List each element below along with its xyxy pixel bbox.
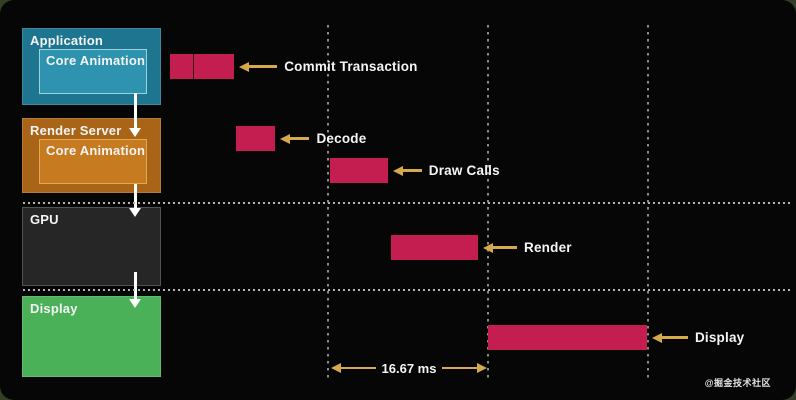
vsync-dotted-line xyxy=(646,25,649,378)
horizontal-dashed-line xyxy=(23,202,793,204)
bar-decode xyxy=(236,126,276,151)
core-animation-label: Core Animation xyxy=(46,143,146,158)
arrow-left-icon xyxy=(483,242,494,253)
bar-segment-divider xyxy=(192,54,195,79)
vsync-dotted-line xyxy=(327,25,329,378)
arrow-shaft xyxy=(402,169,422,172)
stage-label-display: Display xyxy=(30,301,78,316)
bar-label-display_bar: Display xyxy=(694,330,745,345)
annotation-decode: Decode xyxy=(280,126,366,151)
bar-render xyxy=(390,235,478,260)
flow-arrow-gpu-to-display-icon xyxy=(129,272,142,308)
stage-box-application: Application Core Animation xyxy=(22,28,161,105)
stage-label-render-server: Render Server xyxy=(30,123,122,138)
arrow-head xyxy=(129,128,141,137)
stage-label-gpu: GPU xyxy=(30,212,59,227)
core-animation-box-render-server: Core Animation xyxy=(39,139,147,184)
arrow-shaft xyxy=(442,366,477,370)
arrow-shaft xyxy=(661,336,688,339)
bar-label-render: Render xyxy=(524,240,572,255)
stage-label-application: Application xyxy=(30,33,103,48)
arrow-left-icon xyxy=(239,61,250,72)
bar-label-draw_calls: Draw Calls xyxy=(428,163,500,178)
bar-commit xyxy=(169,54,235,79)
stage-box-display: Display xyxy=(22,296,161,377)
arrow-left-icon xyxy=(331,363,341,373)
arrow-shaft xyxy=(134,272,137,299)
stage-box-render-server: Render Server Core Animation xyxy=(22,118,161,193)
annotation-draw_calls: Draw Calls xyxy=(392,158,500,183)
bar-display_bar xyxy=(487,325,647,350)
arrow-right-icon xyxy=(477,363,487,373)
annotation-display_bar: Display xyxy=(651,325,745,350)
arrow-shaft xyxy=(290,137,310,140)
arrow-head xyxy=(129,299,141,308)
annotation-render: Render xyxy=(483,235,572,260)
arrow-shaft xyxy=(134,93,137,128)
annotation-commit: Commit Transaction xyxy=(239,54,417,79)
flow-arrow-app-to-renderserver-icon xyxy=(129,93,142,137)
flow-arrow-renderserver-to-gpu-icon xyxy=(129,184,142,217)
arrow-left-icon xyxy=(392,165,403,176)
arrow-head xyxy=(129,208,141,217)
core-animation-box-application: Core Animation xyxy=(39,49,147,94)
arrow-shaft xyxy=(249,65,278,68)
stage-box-gpu: GPU xyxy=(22,207,161,286)
horizontal-dashed-line xyxy=(23,289,793,291)
vsync-dotted-line xyxy=(486,25,489,378)
frame-interval-marker: 16.67 ms xyxy=(331,360,487,376)
arrow-left-icon xyxy=(651,332,662,343)
watermark: @掘金技术社区 xyxy=(704,378,771,388)
core-animation-label: Core Animation xyxy=(46,53,146,68)
bar-label-commit: Commit Transaction xyxy=(284,59,418,74)
arrow-left-icon xyxy=(280,133,291,144)
bar-draw_calls xyxy=(330,158,388,183)
frame-interval-label: 16.67 ms xyxy=(381,360,437,376)
arrow-shaft xyxy=(134,184,137,208)
arrow-shaft xyxy=(493,246,518,249)
bar-label-decode: Decode xyxy=(316,131,367,146)
arrow-shaft xyxy=(341,366,376,370)
